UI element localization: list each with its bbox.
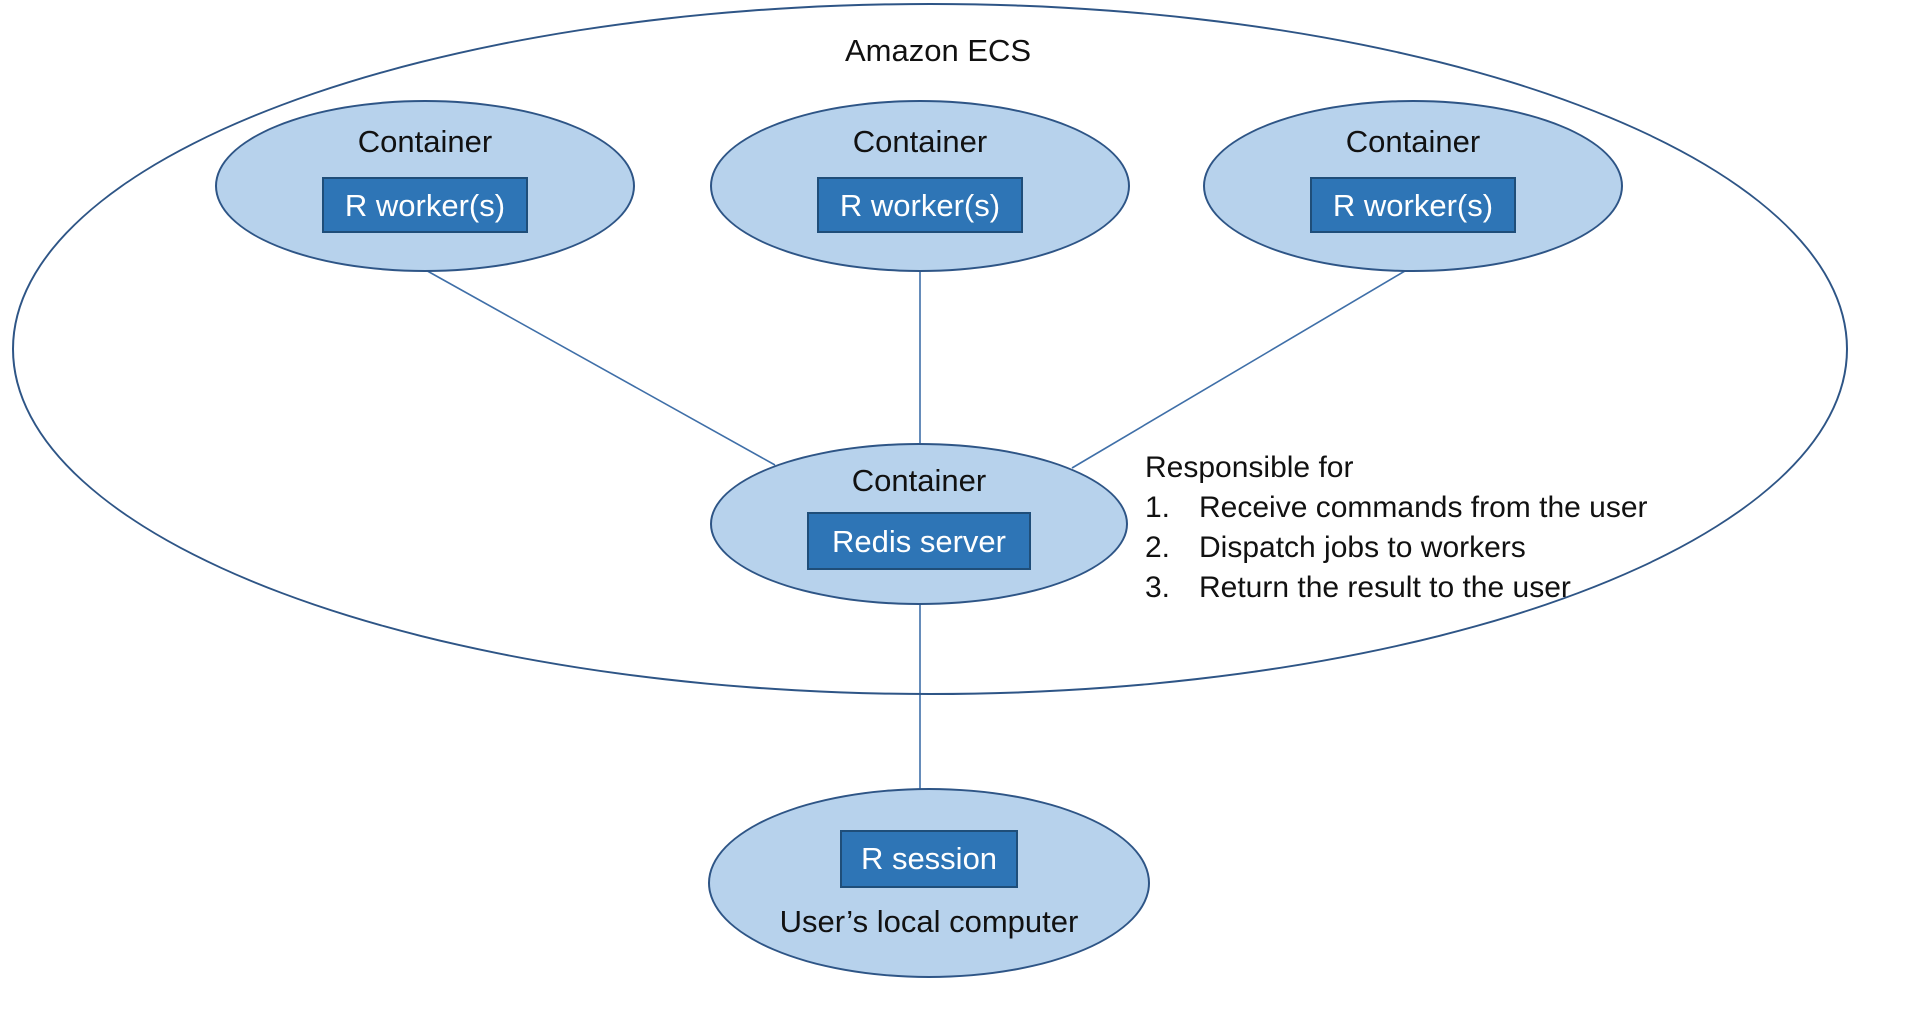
- worker-container-2[interactable]: Container R worker(s): [710, 100, 1130, 272]
- amazon-ecs-boundary: [12, 3, 1848, 695]
- redis-container[interactable]: Container Redis server: [710, 443, 1128, 605]
- responsible-for-item-3-index: 3.: [1145, 571, 1171, 604]
- worker-container-3-caption: Container: [1345, 124, 1481, 159]
- redis-container-caption: Container: [851, 463, 987, 498]
- worker-container-2-box[interactable]: R worker(s): [817, 177, 1023, 233]
- responsible-for-item-3-text: Return the result to the user: [1199, 571, 1571, 604]
- r-session-box[interactable]: R session: [840, 829, 1018, 888]
- redis-server-box[interactable]: Redis server: [807, 512, 1031, 570]
- worker-container-3[interactable]: Container R worker(s): [1203, 100, 1623, 272]
- responsible-for-item-2-text: Dispatch jobs to workers: [1199, 531, 1526, 564]
- worker-container-2-caption: Container: [852, 124, 988, 159]
- user-local-computer[interactable]: R session User’s local computer: [708, 788, 1150, 978]
- responsible-for-item-1: 1. Receive commands from the user: [1145, 488, 1648, 528]
- responsible-for-note: Responsible for 1. Receive commands from …: [1145, 448, 1648, 608]
- worker-container-1-box[interactable]: R worker(s): [322, 177, 528, 233]
- responsible-for-item-1-index: 1.: [1145, 491, 1171, 524]
- amazon-ecs-label: Amazon ECS: [845, 33, 1032, 68]
- responsible-for-item-3: 3. Return the result to the user: [1145, 568, 1648, 608]
- worker-container-3-box[interactable]: R worker(s): [1310, 177, 1516, 233]
- worker-container-1-caption: Container: [357, 124, 493, 159]
- worker-container-1[interactable]: Container R worker(s): [215, 100, 635, 272]
- responsible-for-heading: Responsible for: [1145, 451, 1354, 484]
- responsible-for-item-1-text: Receive commands from the user: [1199, 491, 1648, 524]
- responsible-for-item-2-index: 2.: [1145, 531, 1171, 564]
- responsible-for-item-2: 2. Dispatch jobs to workers: [1145, 528, 1648, 568]
- user-local-computer-caption: User’s local computer: [779, 903, 1079, 939]
